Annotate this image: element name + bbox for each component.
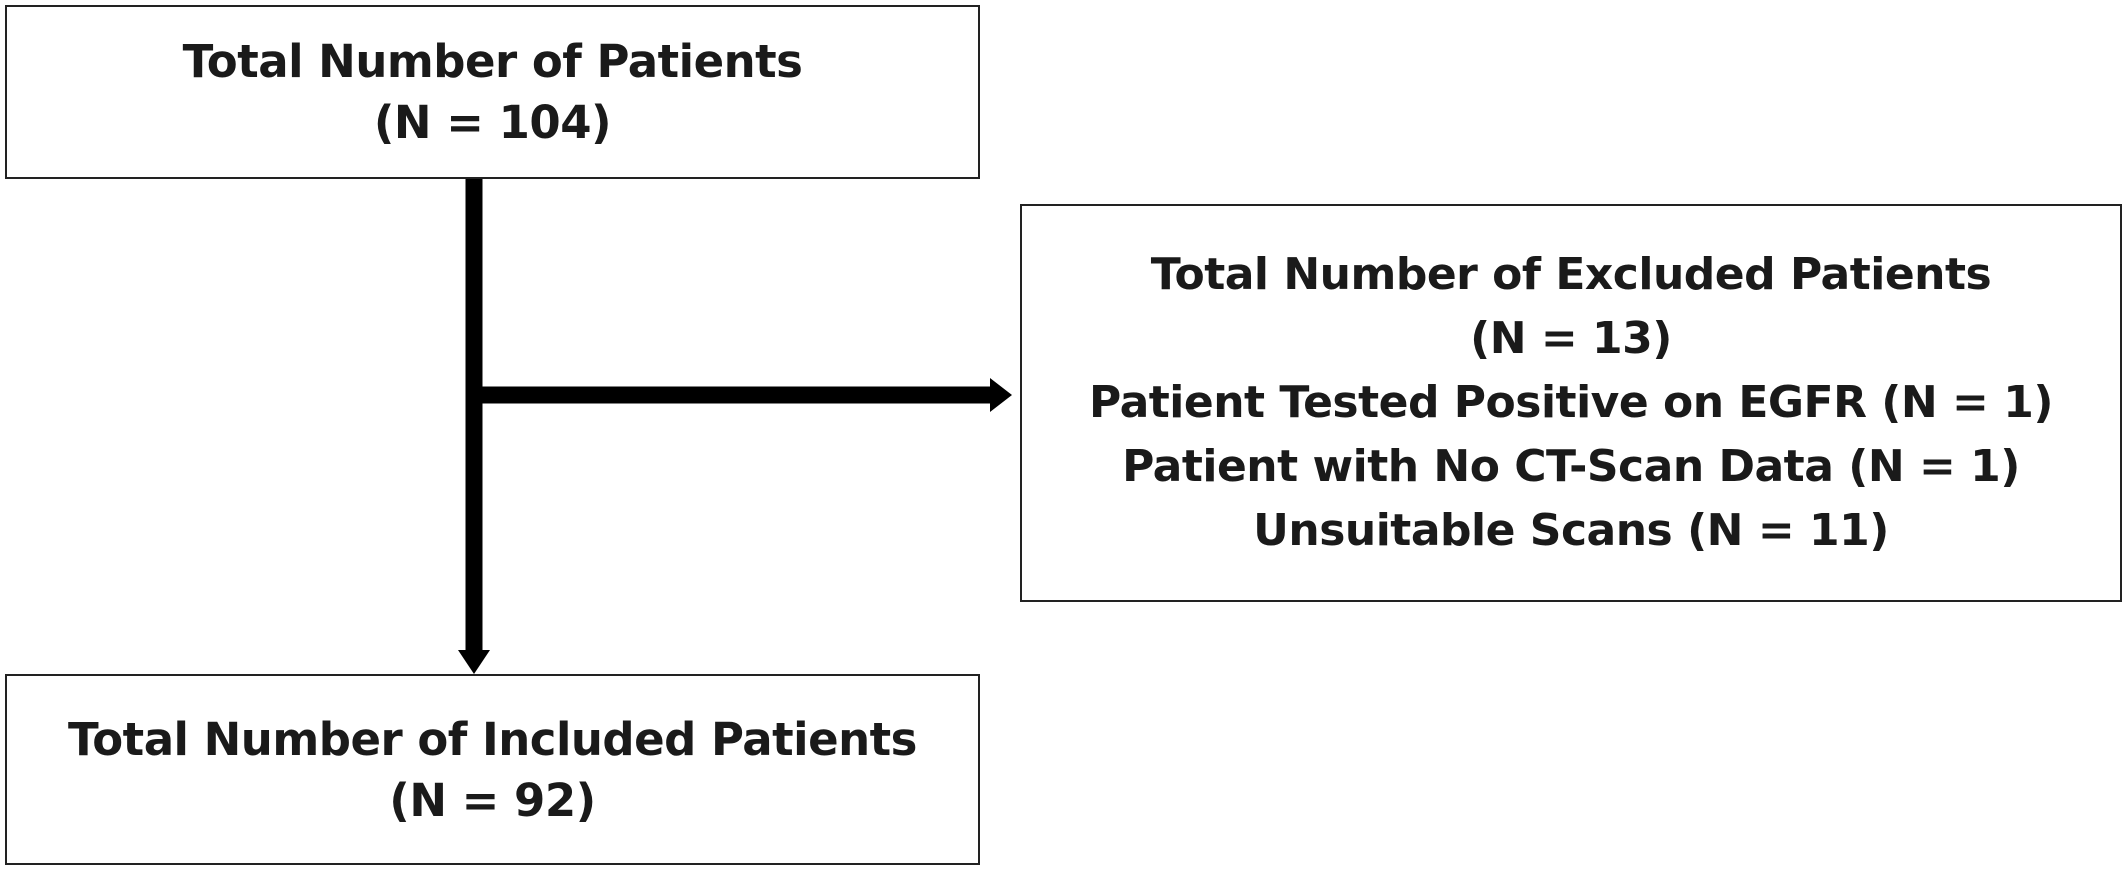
exclusion-reason-egfr: Patient Tested Positive on EGFR (N = 1) [1089, 377, 2053, 428]
included-patients-box: Total Number of Included Patients (N = 9… [5, 674, 980, 865]
included-patients-count: (N = 92) [389, 773, 596, 827]
excluded-patients-title: Total Number of Excluded Patients [1150, 249, 1992, 300]
exclusion-reason-unsuitable-scans: Unsuitable Scans (N = 11) [1253, 505, 1889, 556]
total-patients-title: Total Number of Patients [182, 35, 803, 88]
exclusion-reason-no-ct-data: Patient with No CT-Scan Data (N = 1) [1122, 441, 2020, 492]
total-patients-box: Total Number of Patients (N = 104) [5, 5, 980, 179]
excluded-patients-count: (N = 13) [1470, 313, 1672, 364]
total-patients-count: (N = 104) [373, 96, 612, 149]
excluded-patients-box: Total Number of Excluded Patients (N = 1… [1020, 204, 2122, 602]
right-arrowhead-icon [990, 378, 1012, 412]
included-patients-title: Total Number of Included Patients [68, 712, 917, 766]
down-arrowhead-icon [458, 650, 490, 674]
